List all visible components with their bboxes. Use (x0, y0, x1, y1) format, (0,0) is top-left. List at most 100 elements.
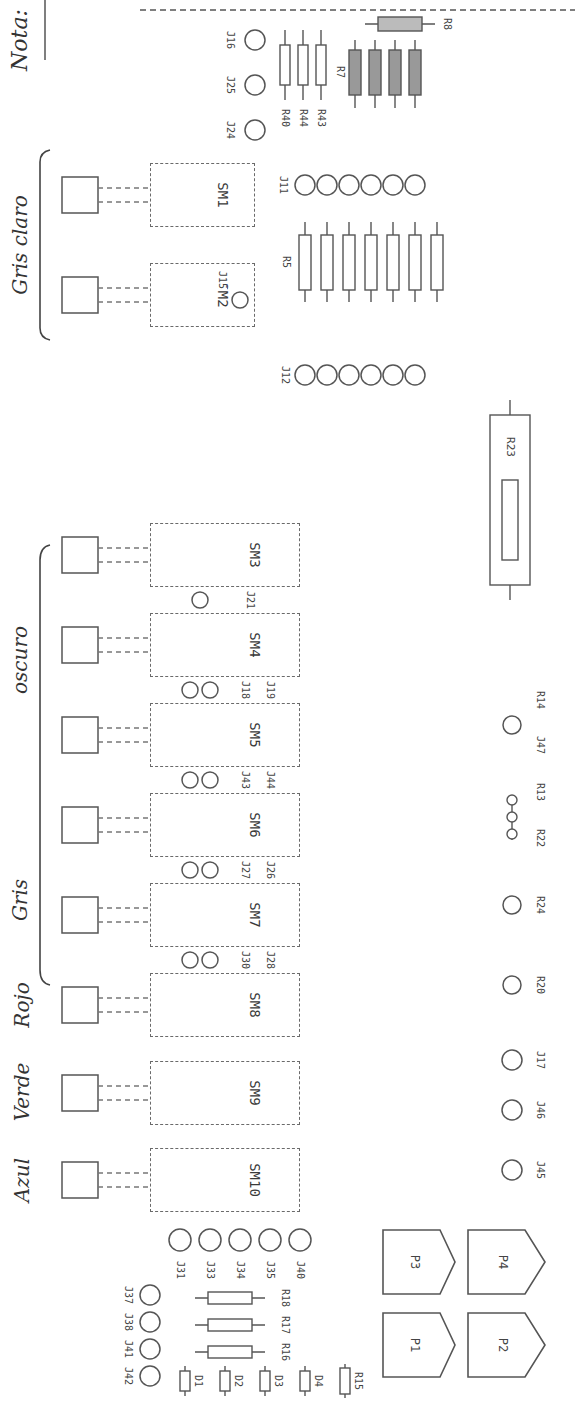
component-designator: R7 (335, 65, 345, 79)
component-designator: R44 (298, 108, 308, 128)
component-designator: J26 (265, 860, 275, 880)
diode-symbol (220, 1371, 230, 1391)
resistor-symbol (389, 50, 401, 95)
pad (503, 896, 521, 914)
switch-cap (62, 627, 98, 663)
pad (245, 30, 265, 50)
component-designator: R15 (353, 1371, 363, 1391)
component-designator: D4 (313, 1374, 323, 1388)
frame (45, 0, 575, 60)
pad (140, 1312, 160, 1332)
resistor-symbol (409, 235, 421, 290)
handwritten-note: Verde (12, 1062, 32, 1123)
pad (202, 952, 218, 968)
component-designator: J38 (123, 1312, 133, 1332)
component-designator: J37 (123, 1285, 133, 1305)
resistor-symbol (502, 480, 518, 560)
resistor-symbol (340, 1368, 350, 1394)
switch-label: SM8 (248, 992, 262, 1017)
pad (503, 716, 521, 734)
component-designator: J34 (235, 1260, 245, 1280)
resistor-lead (305, 222, 437, 302)
bracket (40, 545, 50, 985)
component-designator: J16 (225, 30, 235, 50)
component-designator: J47 (535, 735, 545, 755)
frame-line (44, 0, 46, 60)
pad (182, 952, 198, 968)
switch-outline: SM3 (150, 523, 300, 587)
switch-outline: SM7 (150, 883, 300, 947)
pad (202, 682, 218, 698)
component-designator: R18 (280, 1288, 290, 1308)
component-designator: R5 (281, 255, 291, 269)
resistor-symbol (490, 415, 530, 585)
resistor-symbol (349, 50, 361, 95)
switch-label: SM7 (248, 902, 262, 927)
component-designator: J35 (265, 1260, 275, 1280)
potentiometer-outline (383, 1230, 455, 1294)
pad (339, 175, 359, 195)
component-designator: R23 (505, 436, 516, 458)
pad (245, 120, 265, 140)
component-designator: J11 (278, 175, 288, 195)
component-designator: D3 (273, 1374, 283, 1388)
component-designator: J41 (123, 1339, 133, 1359)
resistor-symbol (369, 50, 381, 95)
component-designator: J18 (240, 680, 250, 700)
component-designator: J33 (205, 1260, 215, 1280)
switch-cap (62, 807, 98, 843)
switch-label: SM6 (248, 812, 262, 837)
pad (361, 175, 381, 195)
resistor-symbol (208, 1346, 252, 1358)
component-designator: J24 (225, 120, 235, 140)
component-designator: P1 (409, 1337, 421, 1353)
component-designator: R24 (535, 895, 545, 915)
pad (502, 1050, 522, 1070)
component-designator: P4 (497, 1254, 509, 1270)
potentiometer-outline (383, 1313, 455, 1377)
component-designator: J17 (535, 1050, 545, 1070)
switch-outline: SM10 (150, 1148, 300, 1212)
handwritten-note: Azul (12, 1157, 32, 1203)
component-designator: D2 (233, 1374, 243, 1388)
switch-outline: SM8 (150, 973, 300, 1037)
pad (140, 1339, 160, 1359)
diode-symbol (260, 1371, 270, 1391)
handwritten-note: Rojo (12, 981, 32, 1028)
pad (229, 1229, 251, 1251)
switch-cap (62, 1162, 98, 1198)
switch-outline: SM6 (150, 793, 300, 857)
potentiometer-outline (468, 1313, 545, 1377)
component-designator: J44 (265, 770, 275, 790)
resistor-lead (355, 40, 415, 108)
handwritten-note: Gris (10, 878, 30, 922)
pad (259, 1229, 281, 1251)
component-designator: J31 (175, 1260, 185, 1280)
switch-leads (98, 188, 150, 1187)
resistor-symbol (431, 235, 443, 290)
switch-cap (62, 717, 98, 753)
pot-outlines (383, 1230, 545, 1377)
pad (202, 772, 218, 788)
resistor-symbol (409, 50, 421, 95)
component-designator: R17 (280, 1315, 290, 1335)
pad (405, 175, 425, 195)
pad (169, 1229, 191, 1251)
handwritten-note: Nota: (9, 8, 31, 72)
resistor-symbol (321, 235, 333, 290)
pads (140, 30, 522, 1386)
resistors (180, 17, 530, 1398)
pad (295, 175, 315, 195)
switch-label: SM1 (216, 182, 230, 207)
component-designator: J19 (265, 680, 275, 700)
pad (295, 365, 315, 385)
switch-outline: SM2 (150, 263, 255, 327)
switch-cap (62, 537, 98, 573)
pad (199, 1229, 221, 1251)
pad (182, 862, 198, 878)
component-designator: R40 (280, 108, 290, 128)
resistor-symbol (507, 829, 517, 839)
switch-cap (62, 1075, 98, 1111)
switch-label: SM10 (248, 1163, 262, 1197)
diode-lead (185, 1364, 345, 1398)
